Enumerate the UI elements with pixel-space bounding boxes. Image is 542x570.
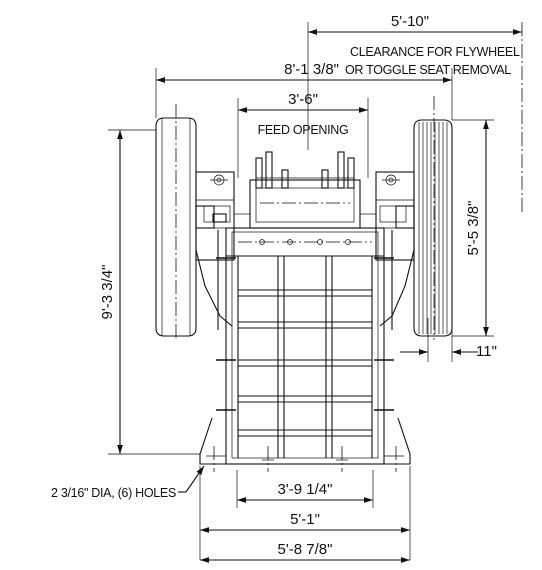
feed-opening-note: FEED OPENING [258, 123, 349, 137]
feed-opening-width-label: 3'-6" [288, 91, 318, 108]
base-outer-width-label: 5'-8 7/8" [278, 541, 333, 558]
right-flywheel-sheave [395, 96, 453, 340]
holes-note: 2 3/16" DIA, (6) HOLES [51, 486, 176, 500]
overall-height-label: 9'-3 3/4" [99, 265, 116, 320]
dimension-labels: 5'-10" CLEARANCE FOR FLYWHEEL OR TOGGLE … [51, 13, 520, 558]
dimension-lines [108, 22, 523, 563]
overall-flywheel-width-label: 8'-1 3/8" [284, 61, 339, 78]
base-inner-width-label: 5'-1" [290, 511, 320, 528]
clearance-width-label: 5'-10" [391, 13, 429, 30]
left-flywheel [155, 104, 215, 340]
hole-spacing-label: 3'-9 1/4" [278, 481, 333, 498]
flywheel-offset-label: 11" [476, 343, 497, 360]
flywheel-diameter-label: 5'-5 3/8" [465, 201, 482, 256]
crusher-body [195, 151, 415, 472]
clearance-note-line1: CLEARANCE FOR FLYWHEEL [350, 45, 520, 59]
clearance-note-line2: OR TOGGLE SEAT REMOVAL [345, 63, 511, 77]
